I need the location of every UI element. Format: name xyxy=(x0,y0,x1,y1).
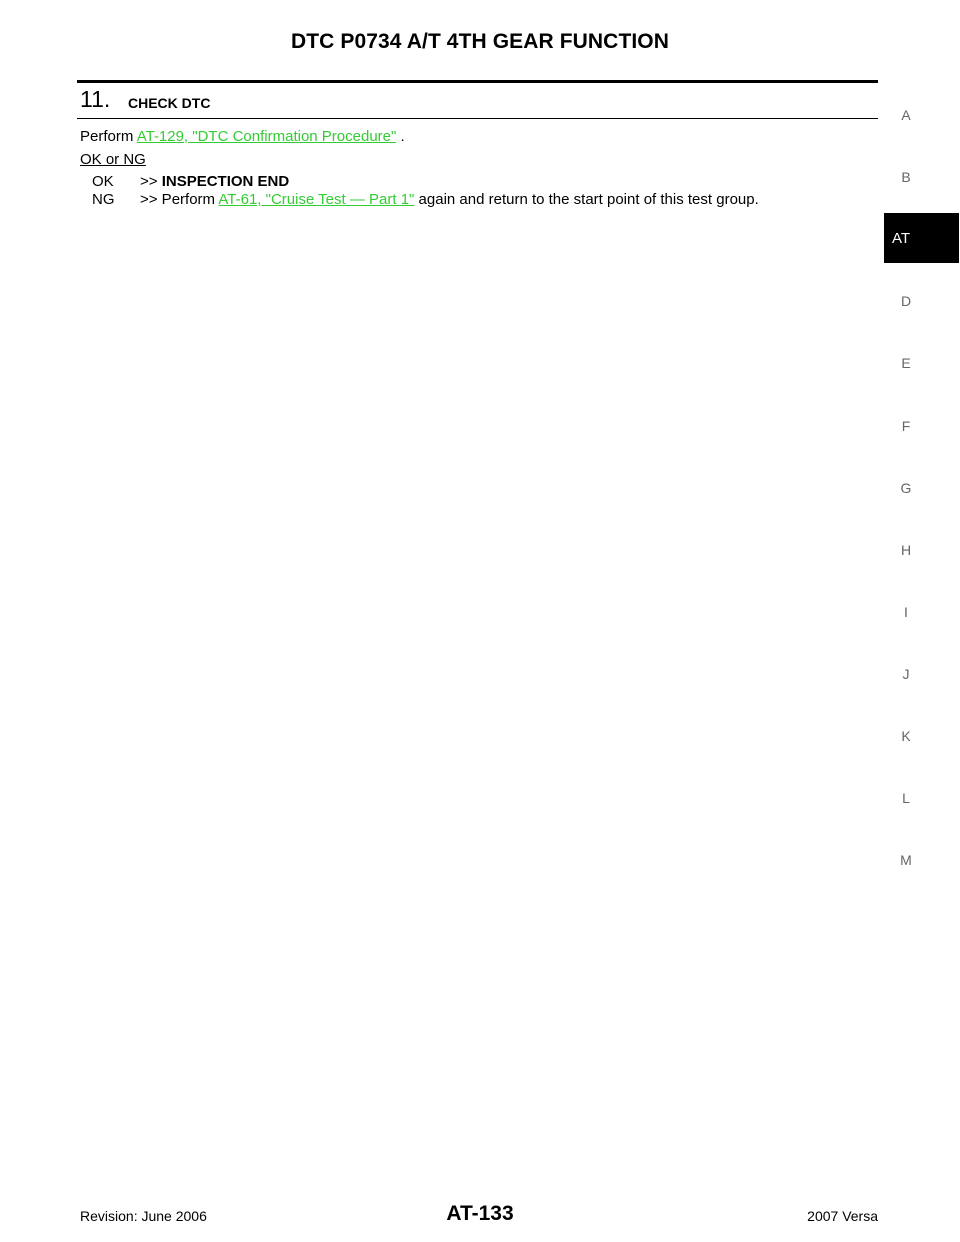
step-number: 11. xyxy=(80,86,111,112)
footer-model: 2007 Versa xyxy=(807,1208,878,1224)
section-index-g[interactable]: G xyxy=(900,480,912,496)
footer-revision: Revision: June 2006 xyxy=(80,1208,207,1224)
section-index-d[interactable]: D xyxy=(900,293,912,309)
section-index-e[interactable]: E xyxy=(901,355,911,371)
result-arrow-ok: >> xyxy=(140,173,158,190)
section-index-i[interactable]: I xyxy=(904,604,908,620)
ok-or-ng-label: OK or NG xyxy=(80,151,146,168)
result-suffix-ng: again and return to the start point of t… xyxy=(418,191,759,208)
result-arrow-ng: >> Perform xyxy=(140,191,216,208)
dtc-confirmation-link[interactable]: AT-129, "DTC Confirmation Procedure" xyxy=(136,128,397,145)
step-rule xyxy=(77,118,878,119)
result-body-ok: >> INSPECTION END xyxy=(140,173,289,190)
section-index-active-tab[interactable]: AT xyxy=(884,213,959,263)
header-rule xyxy=(77,80,878,83)
step-title: CHECK DTC xyxy=(128,95,211,111)
footer-page-number: AT-133 xyxy=(446,1202,514,1225)
page-title: DTC P0734 A/T 4TH GEAR FUNCTION xyxy=(290,30,670,53)
section-index-h[interactable]: H xyxy=(900,542,912,558)
result-code-ng: NG xyxy=(92,191,115,208)
section-index-j[interactable]: J xyxy=(902,666,910,682)
result-body-ng: >> Perform AT-61, "Cruise Test — Part 1"… xyxy=(140,191,759,208)
cruise-test-link[interactable]: AT-61, "Cruise Test — Part 1" xyxy=(218,191,415,208)
inspection-end-text: INSPECTION END xyxy=(161,173,290,190)
section-index-m[interactable]: M xyxy=(900,852,912,868)
section-index-at: AT xyxy=(891,230,911,247)
section-index-b[interactable]: B xyxy=(901,169,911,185)
perform-suffix: . xyxy=(400,128,405,145)
section-index-a[interactable]: A xyxy=(901,107,911,123)
result-code-ok: OK xyxy=(92,173,114,190)
section-index-l[interactable]: L xyxy=(902,790,910,806)
perform-prefix: Perform xyxy=(80,128,134,145)
section-index-f[interactable]: F xyxy=(901,418,911,434)
perform-line: Perform AT-129, "DTC Confirmation Proced… xyxy=(80,128,405,145)
section-index-k[interactable]: K xyxy=(901,728,911,744)
